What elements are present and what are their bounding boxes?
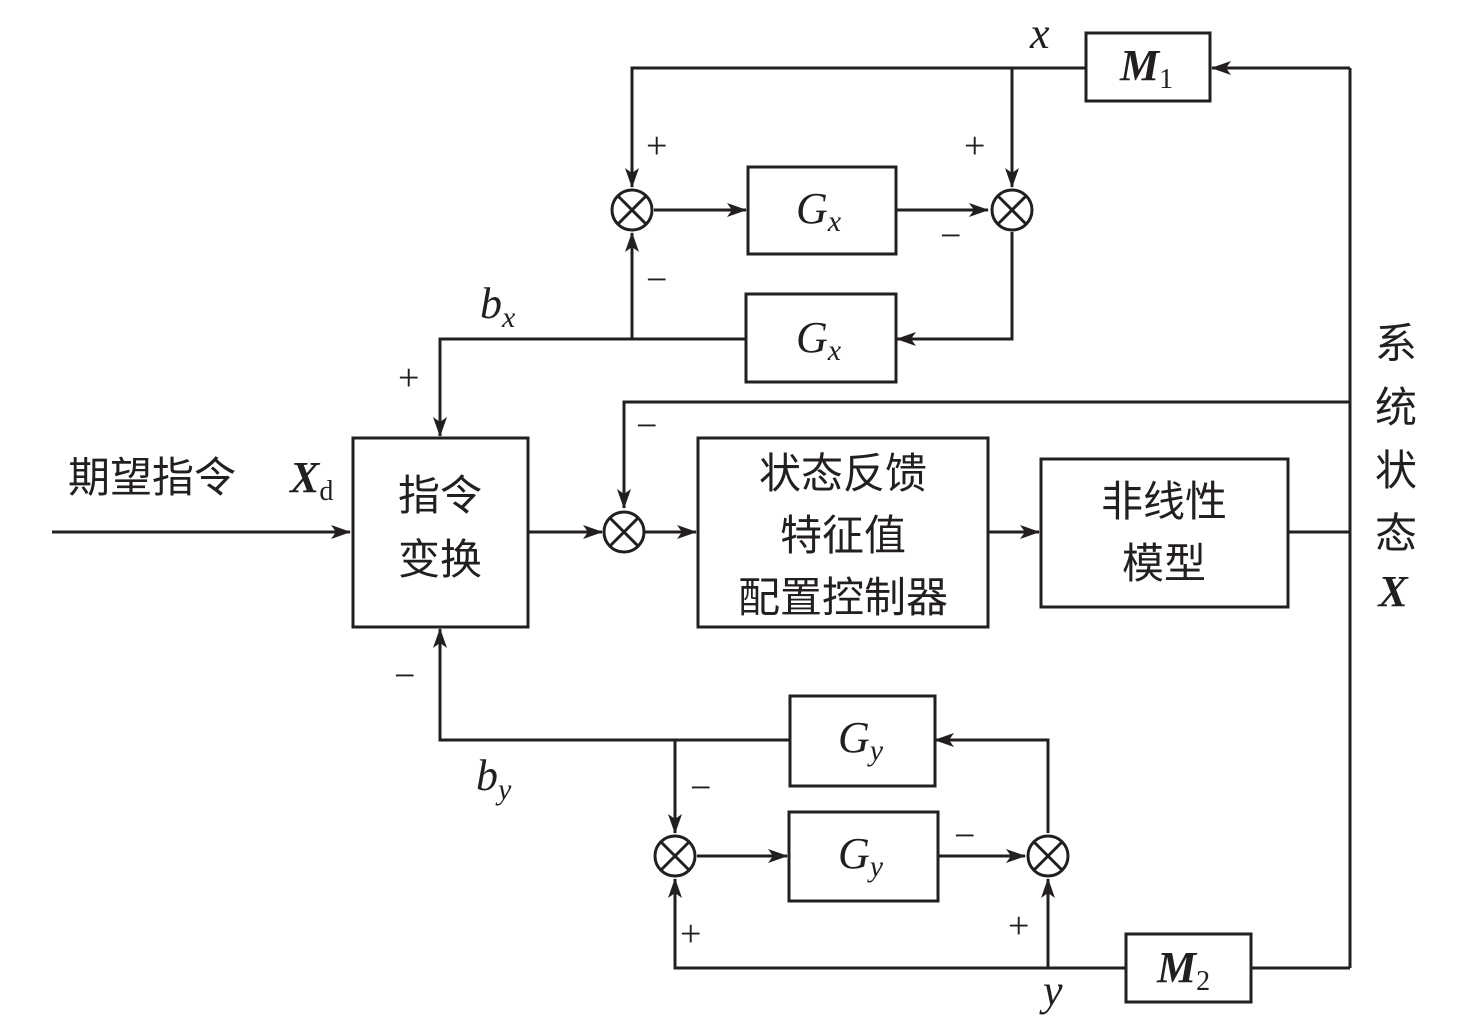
summing-junction-main: [602, 510, 646, 554]
summing-junction-y2: [1026, 834, 1070, 878]
m2-symbol: M: [1156, 943, 1198, 992]
bx-subscript: x: [501, 301, 516, 334]
gx-feedback-block: Gx: [744, 292, 898, 384]
command-transform-line1: 指令: [398, 471, 482, 520]
sign-by-into-transform: −: [394, 655, 415, 697]
svg-text:Gy: Gy: [838, 713, 884, 767]
controller-line2: 特征值: [780, 511, 906, 560]
system-state-label: 系 统 状 态 X: [1375, 319, 1417, 616]
bx-symbol: b: [480, 279, 502, 328]
m2-subscript: 2: [1196, 966, 1210, 997]
main-feedback-wire: [617, 400, 1350, 509]
svg-text:Xd: Xd: [288, 453, 333, 507]
gx-feedback-symbol: G: [796, 313, 828, 362]
nonlinear-model-block: 非线性 模型: [1039, 457, 1290, 609]
m1-subscript: 1: [1159, 64, 1173, 95]
gy-feedback-subscript: y: [867, 734, 884, 767]
gx-forward-block: Gx: [746, 165, 898, 256]
by-wire: [433, 628, 790, 742]
sx2-to-gx-fb-wire: [896, 232, 1014, 346]
svg-text:Gx: Gx: [796, 313, 842, 367]
command-transform-block: 指令 变换: [351, 436, 530, 629]
controller-line1: 状态反馈: [759, 449, 927, 498]
gy-forward-subscript: y: [867, 850, 884, 883]
system-state-char-3: 状: [1375, 446, 1417, 495]
input-subscript: d: [319, 476, 333, 507]
sign-sx2-top: +: [964, 125, 985, 167]
summing-junction-x2: [990, 188, 1034, 232]
sign-sy1-top: −: [690, 767, 711, 809]
m2-block: M2: [1124, 932, 1253, 1004]
input-symbol: X: [288, 453, 321, 502]
gx-forward-subscript: x: [827, 205, 842, 238]
gy-feedback-symbol: G: [838, 713, 870, 762]
by-symbol: b: [476, 751, 498, 800]
sign-sx1-bottom: −: [646, 259, 667, 301]
svg-text:Gx: Gx: [796, 184, 842, 238]
x-to-sx1-wire: [625, 66, 1086, 188]
gy-forward-symbol: G: [838, 829, 870, 878]
controller-line3: 配置控制器: [738, 573, 948, 622]
system-state-char-2: 统: [1375, 383, 1417, 432]
svg-text:M2: M2: [1156, 943, 1210, 997]
gy-forward-block: Gy: [787, 810, 940, 903]
summing-junction-x1: [610, 188, 654, 232]
gx-feedback-subscript: x: [827, 334, 842, 367]
command-transform-line2: 变换: [398, 535, 482, 584]
svg-text:Gy: Gy: [838, 829, 884, 883]
system-state-char-1: 系: [1375, 319, 1417, 368]
sign-sx1-top: +: [646, 125, 667, 167]
gx-forward-symbol: G: [796, 184, 828, 233]
m1-symbol: M: [1119, 41, 1161, 90]
svg-text:by: by: [476, 751, 512, 806]
summing-junction-y1: [653, 834, 697, 878]
svg-text:bx: bx: [480, 279, 516, 334]
signal-y-label: y: [1039, 966, 1063, 1015]
m1-block: M1: [1084, 31, 1212, 103]
system-state-symbol: X: [1376, 567, 1409, 616]
gy-feedback-block: Gy: [788, 694, 937, 788]
sy2-to-gy-fb-wire: [934, 733, 1050, 833]
by-subscript: y: [495, 773, 512, 806]
svg-text:M1: M1: [1119, 41, 1173, 95]
bx-wire: [433, 337, 746, 437]
sign-bx-into-transform: +: [398, 357, 419, 399]
y-to-sy1-wire: [668, 878, 1126, 970]
sign-main-feedback: −: [636, 405, 657, 447]
controller-block: 状态反馈 特征值 配置控制器: [696, 436, 990, 629]
sign-sy1-bottom: +: [680, 913, 701, 955]
plant-line1: 非线性: [1101, 477, 1227, 526]
sign-sx2-left: −: [940, 215, 961, 257]
sign-sy2-left: −: [954, 815, 975, 857]
system-state-char-4: 态: [1375, 509, 1417, 558]
plant-line2: 模型: [1122, 539, 1206, 588]
signal-x-label: x: [1029, 9, 1050, 58]
sign-sy2-bottom: +: [1008, 905, 1029, 947]
input-label: 期望指令: [68, 453, 236, 502]
